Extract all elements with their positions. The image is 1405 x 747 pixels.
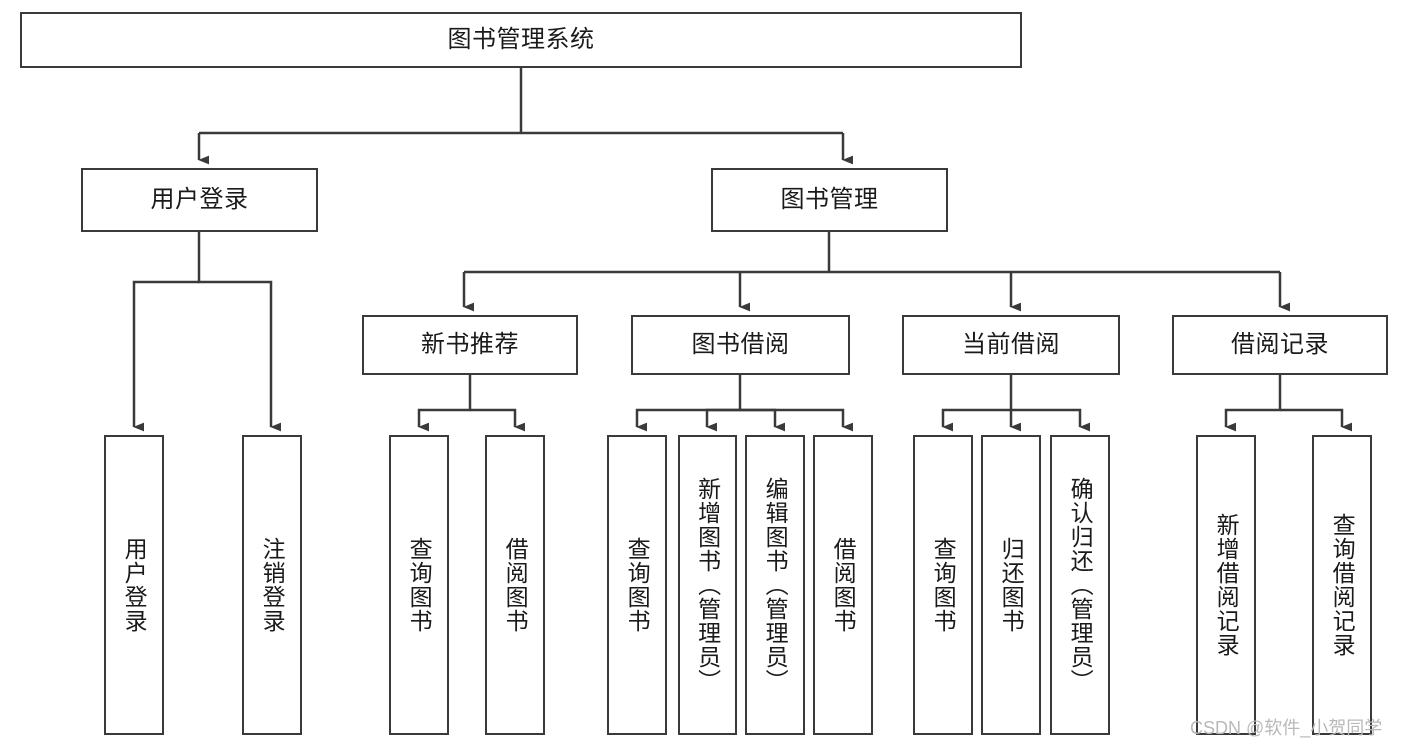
node-leaf-borrow-book-2-label: 借阅图书 [830, 537, 857, 633]
node-borrow-record-label: 借阅记录 [1231, 330, 1329, 358]
node-leaf-user-logout-label: 注销登录 [259, 537, 286, 633]
node-leaf-user-logout[interactable]: 注销登录 [242, 435, 302, 735]
node-leaf-borrow-book-2[interactable]: 借阅图书 [813, 435, 873, 735]
connector-20 [1011, 408, 1091, 432]
node-leaf-user-login-label: 用户登录 [121, 537, 148, 633]
connector-14 [635, 375, 742, 432]
node-book-borrow-label: 图书借阅 [691, 330, 790, 358]
node-root-label: 图书管理系统 [447, 25, 595, 53]
connector-21 [1224, 375, 1282, 432]
node-leaf-borrow-book-1[interactable]: 借阅图书 [485, 435, 545, 735]
node-leaf-edit-book-label: 编辑图书（管理员） [762, 477, 789, 693]
node-leaf-confirm-return[interactable]: 确认归还（管理员） [1050, 435, 1110, 735]
node-new-book-recommend-label: 新书推荐 [421, 330, 519, 358]
node-leaf-query-book-2[interactable]: 查询图书 [607, 435, 667, 735]
node-current-borrow-label: 当前借阅 [962, 330, 1060, 358]
node-leaf-edit-book[interactable]: 编辑图书（管理员） [745, 435, 805, 735]
node-leaf-query-record-label: 查询借阅记录 [1329, 513, 1356, 657]
node-leaf-return-book[interactable]: 归还图书 [981, 435, 1041, 735]
connector-15 [705, 408, 740, 432]
node-user-login[interactable]: 用户登录 [81, 168, 318, 232]
node-book-management[interactable]: 图书管理 [711, 168, 948, 232]
node-leaf-query-book-1-label: 查询图书 [406, 537, 433, 633]
node-leaf-query-record[interactable]: 查询借阅记录 [1312, 435, 1372, 735]
node-leaf-borrow-book-1-label: 借阅图书 [502, 537, 529, 633]
node-new-book-recommend[interactable]: 新书推荐 [362, 315, 578, 375]
connector-18 [941, 375, 1013, 432]
node-current-borrow[interactable]: 当前借阅 [902, 315, 1120, 375]
node-leaf-add-book-label: 新增图书（管理员） [694, 477, 721, 693]
connector-13 [470, 408, 526, 432]
node-leaf-user-login[interactable]: 用户登录 [104, 435, 164, 735]
node-user-login-label: 用户登录 [150, 185, 249, 213]
node-leaf-query-book-3-label: 查询图书 [930, 537, 957, 633]
node-leaf-add-record[interactable]: 新增借阅记录 [1196, 435, 1256, 735]
connector-paths [132, 68, 1353, 432]
connector-4 [197, 232, 282, 432]
node-leaf-query-book-2-label: 查询图书 [624, 537, 651, 633]
connector-16 [740, 408, 786, 432]
node-borrow-record[interactable]: 借阅记录 [1172, 315, 1388, 375]
connector-22 [1280, 408, 1353, 432]
connector-12 [417, 375, 472, 432]
node-root[interactable]: 图书管理系统 [20, 12, 1022, 68]
node-leaf-confirm-return-label: 确认归还（管理员） [1067, 477, 1094, 693]
node-leaf-add-book[interactable]: 新增图书（管理员） [678, 435, 737, 735]
node-leaf-query-book-3[interactable]: 查询图书 [913, 435, 973, 735]
connector-17 [740, 408, 854, 432]
node-book-borrow[interactable]: 图书借阅 [631, 315, 850, 375]
node-leaf-return-book-label: 归还图书 [998, 537, 1025, 633]
node-book-management-label: 图书管理 [780, 185, 879, 213]
node-leaf-query-book-1[interactable]: 查询图书 [389, 435, 449, 735]
node-leaf-add-record-label: 新增借阅记录 [1213, 513, 1240, 657]
connector-5 [132, 280, 199, 432]
